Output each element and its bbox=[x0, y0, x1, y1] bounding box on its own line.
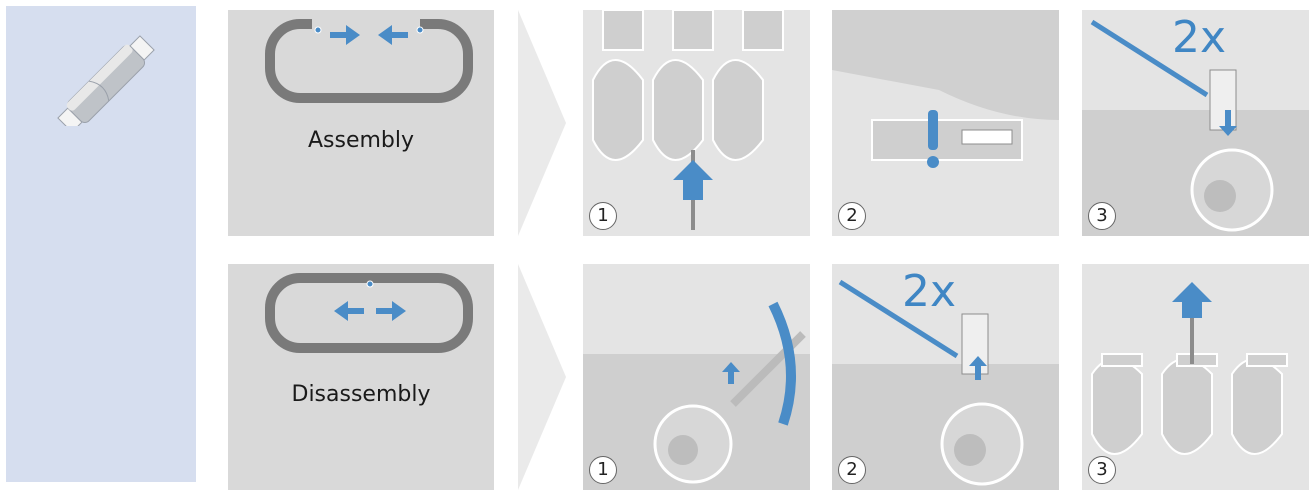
assembly-label: Assembly bbox=[228, 128, 494, 153]
step-number: 2 bbox=[838, 202, 866, 230]
step-number: 3 bbox=[1088, 456, 1116, 484]
disassembly-label: Disassembly bbox=[228, 382, 494, 407]
step-number: 1 bbox=[589, 456, 617, 484]
chain-loop-icon bbox=[228, 264, 494, 364]
assembly-step-3: 2x 3 bbox=[1082, 10, 1309, 236]
step-number: 2 bbox=[838, 456, 866, 484]
disassembly-panel: Disassembly bbox=[228, 264, 494, 490]
repeat-count-label: 2x bbox=[902, 266, 956, 317]
assembly-step-2: 2 bbox=[832, 10, 1059, 236]
step-number: 3 bbox=[1088, 202, 1116, 230]
repeat-count-label: 2x bbox=[1172, 12, 1226, 63]
disassembly-step-3: 3 bbox=[1082, 264, 1309, 490]
side-panel bbox=[6, 6, 196, 482]
assembly-panel: Assembly bbox=[228, 10, 494, 236]
chain-loop-icon bbox=[228, 10, 494, 120]
assembly-step-1: 1 bbox=[583, 10, 810, 236]
chevron-right-icon bbox=[518, 10, 566, 236]
step-number: 1 bbox=[589, 202, 617, 230]
chain-link-icon bbox=[6, 6, 196, 126]
chevron-right-icon bbox=[518, 264, 566, 490]
disassembly-step-1: 1 bbox=[583, 264, 810, 490]
disassembly-step-2: 2x 2 bbox=[832, 264, 1059, 490]
